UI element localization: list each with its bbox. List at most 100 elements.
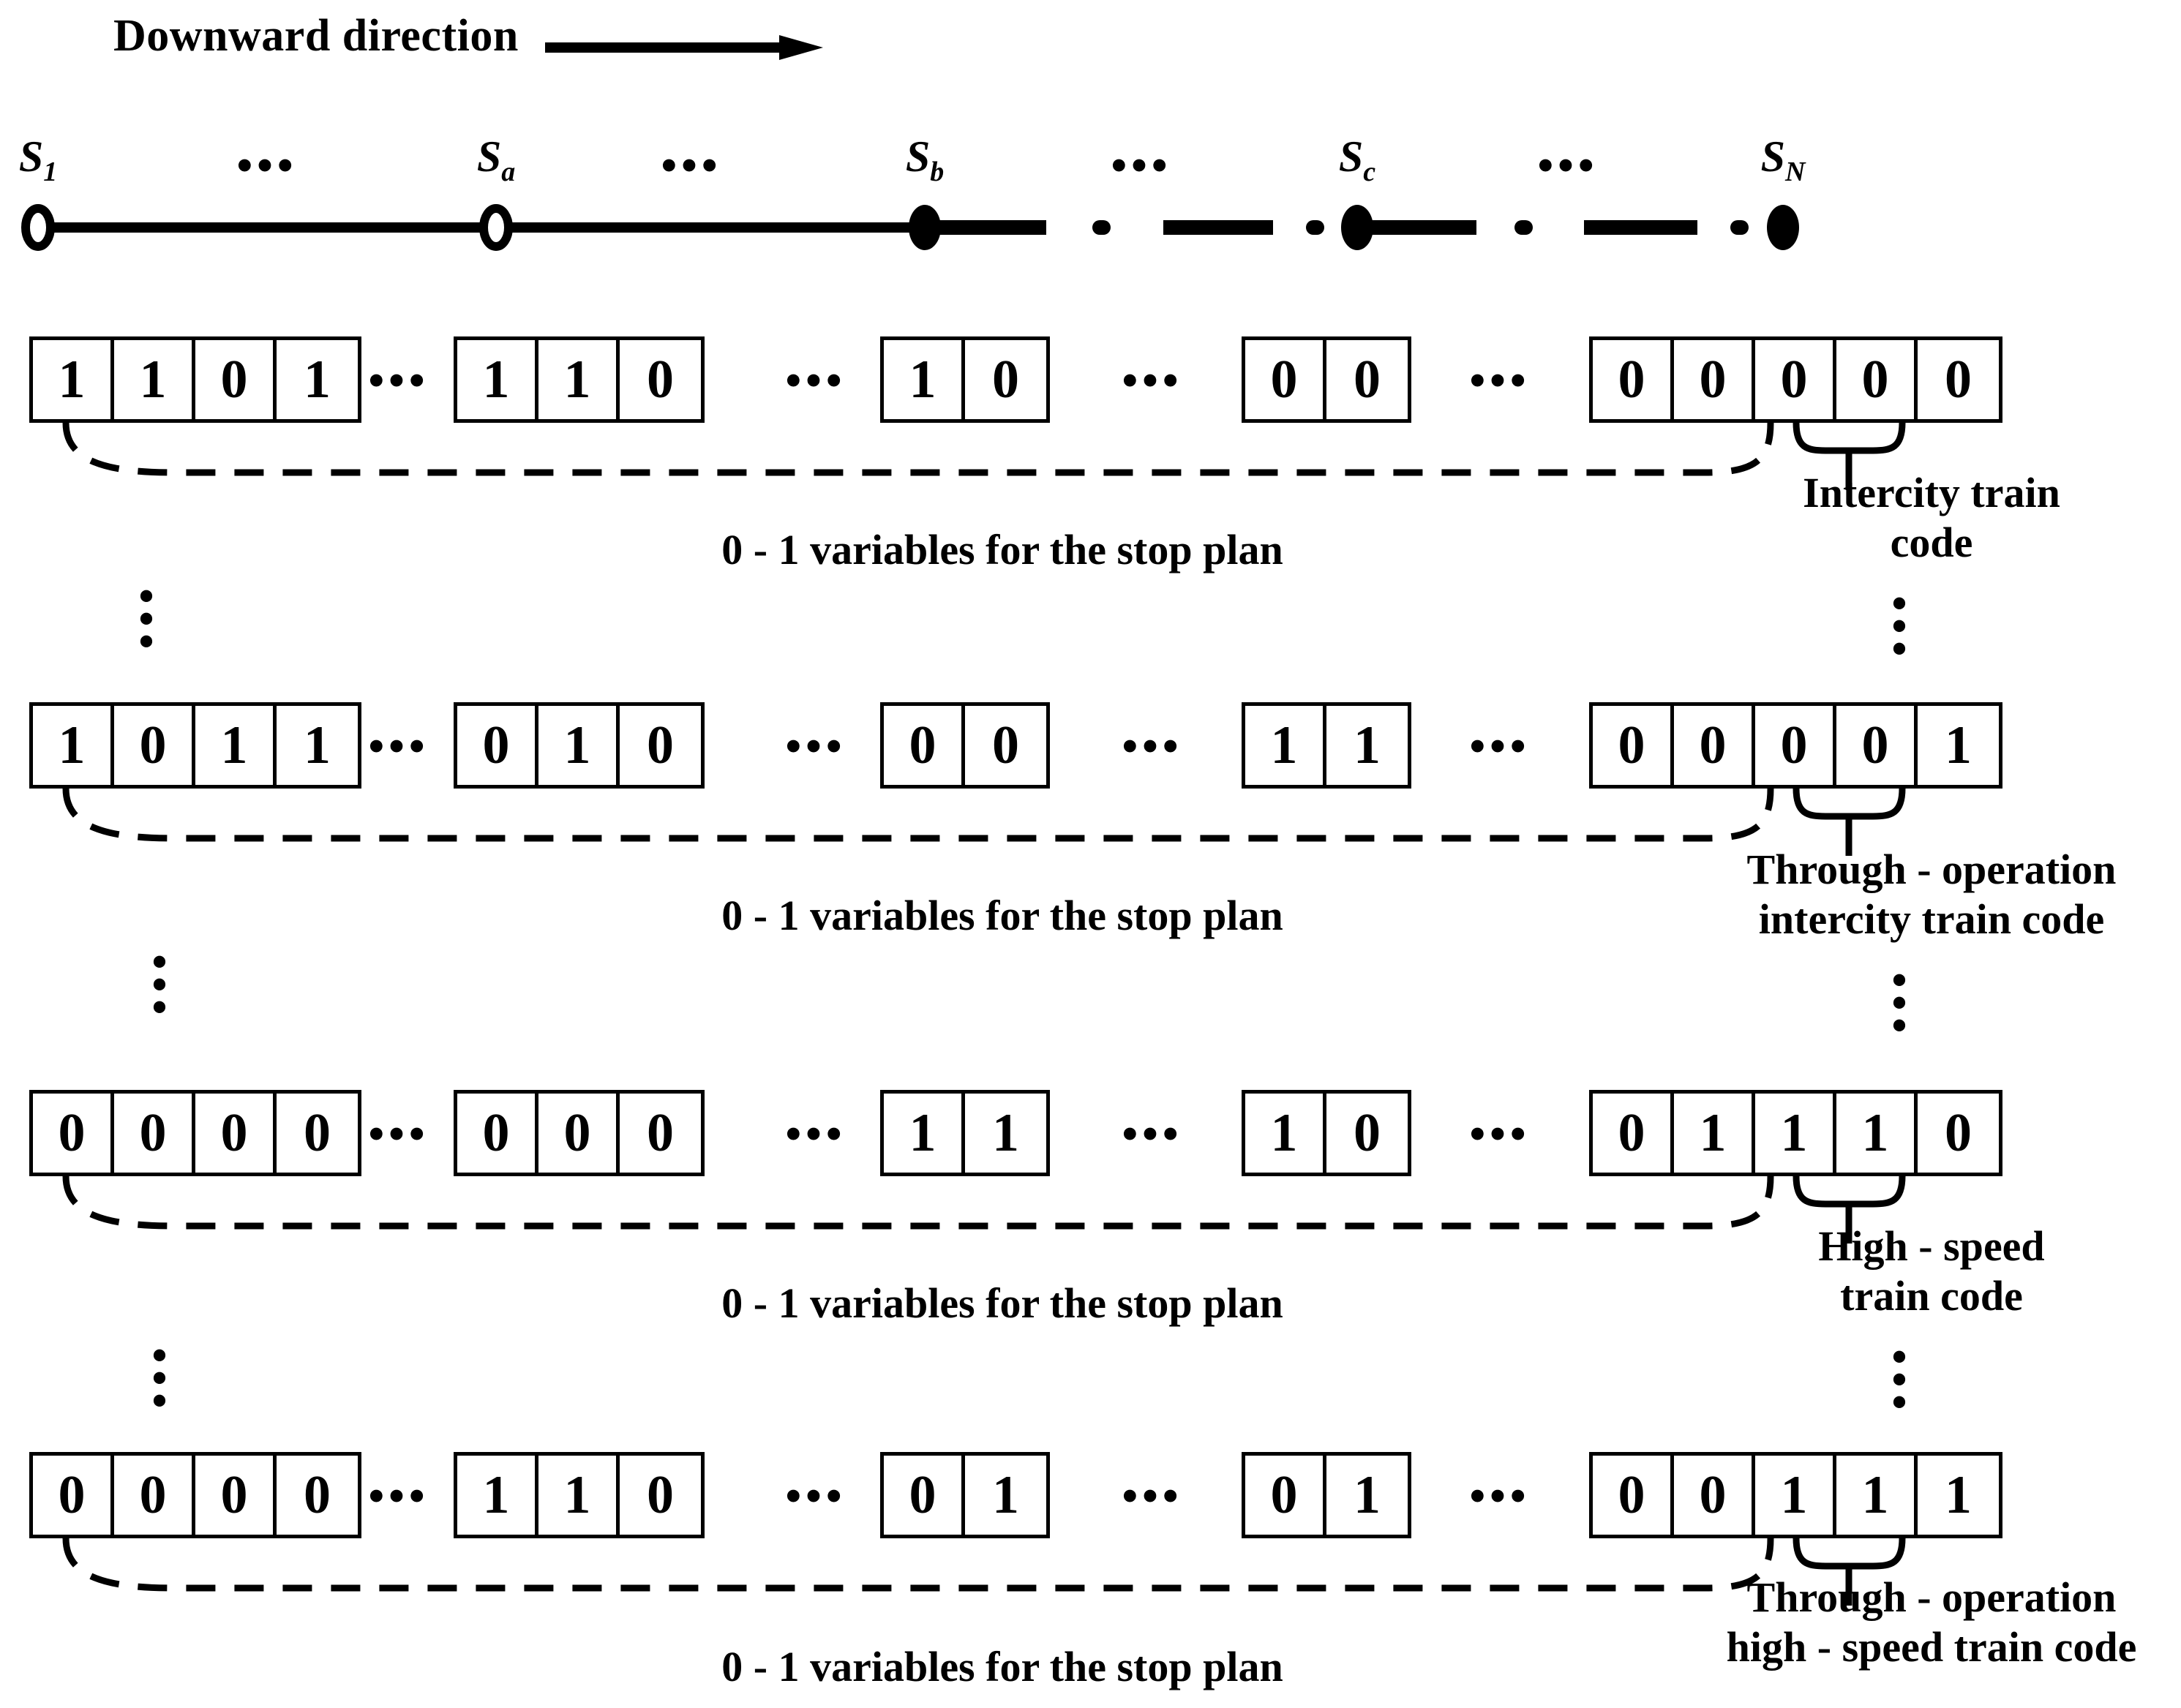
group-ellipsis: ••• (1469, 356, 1531, 406)
bit-cell[interactable]: 1 (457, 1456, 538, 1535)
bit-cell[interactable]: 1 (884, 340, 965, 419)
group-ellipsis: ••• (368, 1110, 429, 1159)
stop-plan-brace-2 (62, 789, 1906, 856)
bit-group[interactable]: 1 1 0 (454, 336, 705, 423)
group-ellipsis: ••• (368, 722, 429, 772)
bit-cell[interactable]: 0 (647, 1103, 674, 1163)
bit-cell[interactable]: 0 (1245, 1456, 1326, 1535)
bit-group[interactable]: 0 0 0 0 (29, 1452, 361, 1538)
bit-cell[interactable]: 0 (992, 715, 1019, 775)
bit-cell[interactable]: 0 (195, 1456, 277, 1535)
bit-cell[interactable]: 1 (195, 706, 277, 785)
bit-cell[interactable]: 1 (1755, 1456, 1836, 1535)
bit-group[interactable]: 1 0 1 1 (29, 702, 361, 789)
group-ellipsis: ••• (368, 1472, 429, 1521)
bit-group[interactable]: 0 1 (880, 1452, 1050, 1538)
bit-cell[interactable]: 0 (457, 1094, 538, 1173)
bit-cell[interactable]: 0 (1674, 706, 1755, 785)
bit-cell[interactable]: 1 (33, 340, 114, 419)
bit-cell[interactable]: 0 (457, 706, 538, 785)
bit-cell[interactable]: 0 (647, 715, 674, 775)
group-ellipsis: ••• (785, 1472, 847, 1521)
caption-line: Intercity train (1803, 469, 2060, 516)
bit-cell[interactable]: 1 (538, 340, 620, 419)
bit-group[interactable]: 1 1 (1242, 702, 1411, 789)
bit-cell[interactable]: 1 (1945, 715, 1972, 775)
bit-cell[interactable]: 0 (1593, 340, 1674, 419)
bit-cell[interactable]: 0 (304, 1103, 331, 1163)
bit-cell[interactable]: 0 (1945, 1103, 1972, 1163)
bit-cell[interactable]: 1 (1245, 706, 1326, 785)
bit-cell[interactable]: 1 (457, 340, 538, 419)
bit-cell[interactable]: 0 (1674, 1456, 1755, 1535)
bit-cell[interactable]: 0 (538, 1094, 620, 1173)
bit-cell[interactable]: 0 (1674, 340, 1755, 419)
caption-line: high - speed train code (1726, 1623, 2137, 1671)
bit-cell[interactable]: 0 (1945, 350, 1972, 410)
bit-group[interactable]: 1 0 (1242, 1090, 1411, 1176)
stop-plan-brace-1 (62, 423, 1906, 490)
caption-line: code (1890, 519, 1973, 567)
bit-cell[interactable]: 0 (195, 1094, 277, 1173)
bit-cell[interactable]: 1 (1245, 1094, 1326, 1173)
bit-cell[interactable]: 0 (1245, 340, 1326, 419)
stop-plan-caption: 0 - 1 variables for the stop plan (721, 1643, 1283, 1690)
bit-cell[interactable]: 1 (1354, 715, 1381, 775)
bit-group[interactable]: 1 1 0 (454, 1452, 705, 1538)
bit-group[interactable]: 0 0 1 1 1 (1589, 1452, 2002, 1538)
stop-plan-caption: 0 - 1 variables for the stop plan (721, 892, 1283, 939)
bit-group[interactable]: 1 1 (880, 1090, 1050, 1176)
bit-cell[interactable]: 1 (304, 350, 331, 410)
bit-cell[interactable]: 1 (992, 1103, 1019, 1163)
bit-cell[interactable]: 1 (304, 715, 331, 775)
bit-cell[interactable]: 1 (538, 706, 620, 785)
bit-cell[interactable]: 0 (647, 1465, 674, 1525)
bit-group[interactable]: 0 0 0 0 (29, 1090, 361, 1176)
bit-cell[interactable]: 0 (1354, 1103, 1381, 1163)
bit-cell[interactable]: 1 (114, 340, 195, 419)
bit-cell[interactable]: 0 (1354, 350, 1381, 410)
bit-cell[interactable]: 0 (1593, 1094, 1674, 1173)
bit-cell[interactable]: 1 (1354, 1465, 1381, 1525)
station-label-sn: SN (1760, 132, 1806, 187)
bit-cell[interactable]: 1 (1836, 1456, 1918, 1535)
bit-cell[interactable]: 1 (1836, 1094, 1918, 1173)
bit-group[interactable]: 0 1 (1242, 1452, 1411, 1538)
bit-cell[interactable]: 0 (33, 1456, 114, 1535)
bit-cell[interactable]: 0 (1836, 340, 1918, 419)
bit-group[interactable]: 0 0 (880, 702, 1050, 789)
bit-group[interactable]: 0 1 1 1 0 (1589, 1090, 2002, 1176)
group-ellipsis: ••• (1469, 722, 1531, 772)
bit-cell[interactable]: 1 (992, 1465, 1019, 1525)
bit-cell[interactable]: 0 (1755, 706, 1836, 785)
bit-group[interactable]: 0 0 (1242, 336, 1411, 423)
bit-cell[interactable]: 1 (1945, 1465, 1972, 1525)
bit-group[interactable]: 1 1 0 1 (29, 336, 361, 423)
bit-cell[interactable]: 1 (33, 706, 114, 785)
bit-group[interactable]: 0 1 0 (454, 702, 705, 789)
bit-cell[interactable]: 0 (1593, 1456, 1674, 1535)
bit-cell[interactable]: 0 (114, 706, 195, 785)
bit-cell[interactable]: 0 (1836, 706, 1918, 785)
bit-cell[interactable]: 0 (304, 1465, 331, 1525)
bit-group[interactable]: 1 0 (880, 336, 1050, 423)
bit-group[interactable]: 0 0 0 (454, 1090, 705, 1176)
bit-cell[interactable]: 1 (884, 1094, 965, 1173)
bit-cell[interactable]: 0 (1593, 706, 1674, 785)
bit-group[interactable]: 0 0 0 0 0 (1589, 336, 2002, 423)
bit-cell[interactable]: 1 (1755, 1094, 1836, 1173)
bit-cell[interactable]: 0 (195, 340, 277, 419)
bit-cell[interactable]: 0 (114, 1456, 195, 1535)
bit-cell[interactable]: 0 (114, 1094, 195, 1173)
bit-cell[interactable]: 0 (647, 350, 674, 410)
bit-cell[interactable]: 0 (33, 1094, 114, 1173)
bit-cell[interactable]: 0 (992, 350, 1019, 410)
station-axis: S1 Sa Sb Sc SN ••• ••• ••• ••• (0, 132, 2181, 251)
bit-cell[interactable]: 0 (1755, 340, 1836, 419)
bit-cell[interactable]: 0 (884, 1456, 965, 1535)
bit-row-through-operation-high-speed-train: 0 0 0 0 ••• 1 1 0 ••• 0 1 ••• 0 1 ••• 0 … (0, 1452, 2181, 1538)
bit-cell[interactable]: 1 (1674, 1094, 1755, 1173)
bit-cell[interactable]: 0 (884, 706, 965, 785)
bit-cell[interactable]: 1 (538, 1456, 620, 1535)
bit-group[interactable]: 0 0 0 0 1 (1589, 702, 2002, 789)
